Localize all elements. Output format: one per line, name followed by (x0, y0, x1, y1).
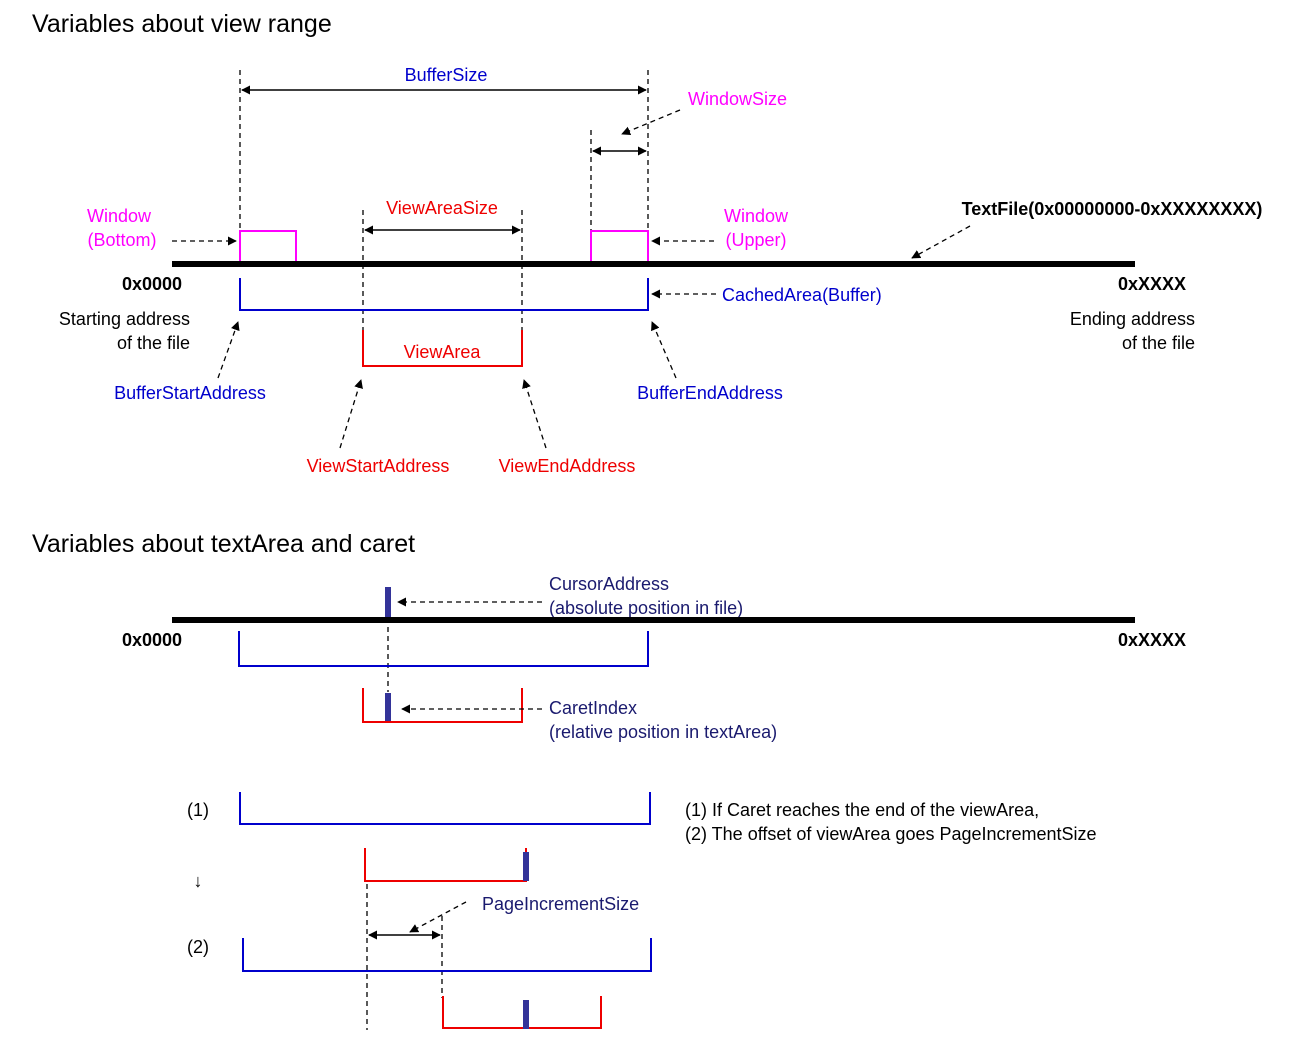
step-1-buffer-bracket (239, 792, 651, 825)
start-address-label: 0x0000 (122, 274, 182, 294)
ending-address-text: Ending address (1070, 309, 1195, 329)
cursor-address-label: CursorAddress (549, 574, 669, 594)
caret-mark (385, 693, 391, 721)
window-bottom-label: Window (87, 206, 152, 226)
cached-area-label: CachedArea(Buffer) (722, 285, 882, 305)
window-bottom-bracket (239, 230, 297, 262)
view-end-address-label: ViewEndAddress (499, 456, 636, 476)
start-address-label-2: 0x0000 (122, 630, 182, 650)
buffer-end-pointer (651, 321, 677, 379)
end-address-label-2: 0xXXXX (1118, 630, 1186, 650)
buffer-start-pointer (217, 321, 240, 379)
view-end-pointer (522, 379, 547, 449)
step-1-caret-mark (523, 852, 529, 881)
starting-address-text: Starting address (59, 309, 190, 329)
page-increment-size-label: PageIncrementSize (482, 894, 639, 914)
step-2-label: (2) (187, 937, 209, 957)
buffer-start-address-label: BufferStartAddress (114, 383, 266, 403)
starting-address-text-2: of the file (117, 333, 190, 353)
step-1-label: (1) (187, 800, 209, 820)
section-title-view-range: Variables about view range (32, 10, 332, 38)
note-2: (2) The offset of viewArea goes PageIncr… (685, 824, 1097, 844)
section-title-text-area: Variables about textArea and caret (32, 530, 415, 558)
cursor-address-label-sub: (absolute position in file) (549, 598, 743, 618)
view-start-pointer (339, 379, 363, 449)
caret-index-label-sub: (relative position in textArea) (549, 722, 777, 742)
buffer-end-address-label: BufferEndAddress (637, 383, 783, 403)
text-file-pointer (911, 225, 971, 259)
step-2-buffer-bracket (242, 938, 652, 972)
note-1: (1) If Caret reaches the end of the view… (685, 800, 1039, 820)
step-1-view-bracket (364, 848, 527, 882)
step-2-view-bracket (442, 996, 602, 1029)
page-increment-pointer (409, 901, 467, 933)
down-arrow-icon: ↓ (194, 871, 203, 891)
ending-address-text-2: of the file (1122, 333, 1195, 353)
window-size-pointer (621, 109, 681, 136)
step-2-caret-mark (523, 1000, 529, 1029)
caret-index-label: CaretIndex (549, 698, 637, 718)
end-address-label: 0xXXXX (1118, 274, 1186, 294)
view-area-size-label: ViewAreaSize (386, 198, 498, 218)
window-upper-label-sub: (Upper) (725, 230, 786, 250)
view-area-bracket (362, 330, 523, 367)
cursor-mark (385, 587, 391, 617)
view-bracket-2 (362, 688, 523, 723)
text-file-label: TextFile(0x00000000-0xXXXXXXXX) (962, 199, 1263, 219)
cached-area-bracket (239, 278, 649, 311)
buffer-size-label: BufferSize (405, 65, 488, 85)
window-size-label: WindowSize (688, 89, 787, 109)
window-upper-bracket (590, 230, 649, 262)
view-start-address-label: ViewStartAddress (307, 456, 450, 476)
window-upper-label: Window (724, 206, 789, 226)
view-area-label: ViewArea (404, 342, 482, 362)
buffer-bracket-2 (238, 631, 649, 667)
window-bottom-label-sub: (Bottom) (87, 230, 156, 250)
